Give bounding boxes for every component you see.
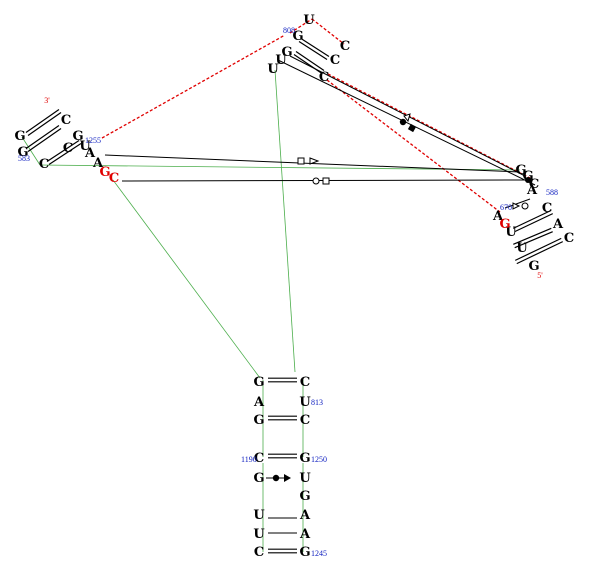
right-base-4: A [552, 217, 564, 232]
top-base-7: C [319, 70, 329, 85]
bottom-right-base-4: U [299, 471, 311, 486]
bottom-number-1190: 1190 [241, 455, 257, 464]
bottom-left-base-4: G [253, 471, 264, 486]
left-number-1255: 1255 [85, 136, 101, 145]
left-base-5: G [72, 129, 83, 144]
right-base-3: U [505, 225, 517, 240]
left-3prime-label: 3' [44, 96, 50, 105]
right-base-11: G [522, 169, 533, 184]
pair-right-3-b [514, 237, 562, 261]
left-base-0: C [61, 113, 71, 128]
pair-top-1-a [298, 41, 328, 61]
left-base-6: U [79, 139, 91, 154]
bottom-right-base-6: A [299, 508, 311, 523]
top-base-4: G [281, 45, 292, 60]
right-base-7: C [542, 201, 552, 216]
top-base-6: U [267, 62, 279, 77]
right-5prime-label: 5' [537, 271, 543, 280]
pair-right-3-a [516, 241, 564, 265]
circle-symbol-2 [521, 202, 529, 210]
bottom-left-base-2: G [253, 413, 264, 428]
right-base-9: C [529, 177, 539, 192]
bottom-left-base-0: G [253, 375, 264, 390]
pair-top-2-a [293, 53, 323, 74]
square-symbol-2 [322, 177, 330, 185]
dashed-top-u-c [311, 18, 345, 45]
top-base-1: G [292, 29, 303, 44]
pair-left-3-a [48, 143, 82, 166]
pair-left-2-b [25, 125, 60, 150]
top-base-0: U [303, 13, 315, 28]
square-symbol-1 [297, 157, 305, 165]
link-top-right-2 [277, 59, 536, 186]
right-base-5: A [492, 209, 504, 224]
right-base-8: A [526, 183, 538, 198]
pair-left-3-b [46, 139, 80, 162]
link-right-inner [504, 198, 531, 209]
filled-circle-symbol-2 [525, 177, 531, 183]
left-base-2: C [63, 141, 73, 156]
bottom-left-base-6: U [253, 527, 265, 542]
dashed-top-right-2 [327, 73, 531, 179]
right-base-0: G [528, 259, 539, 274]
left-number-583: 583 [18, 154, 30, 163]
filled-triangle-symbol [284, 474, 291, 482]
bottom-number-1245: 1245 [311, 549, 327, 558]
pair-right-2-b [513, 227, 552, 245]
pair-top-1-b [300, 37, 330, 57]
left-base-3: G [17, 145, 28, 160]
pair-left-1-b [25, 109, 60, 134]
top-base-3: C [330, 53, 340, 68]
filled-circle-symbol-1 [399, 118, 407, 126]
bottom-right-base-8: G [299, 545, 310, 560]
top-base-5: U [275, 53, 287, 68]
pair-right-2-a [514, 231, 553, 249]
circle-symbol-1 [312, 177, 320, 185]
top-base-2: C [340, 39, 350, 54]
pair-right-1-a [514, 213, 554, 233]
dashed-left-top [101, 34, 286, 139]
bottom-right-base-3: G [299, 451, 310, 466]
pair-left-1-a [27, 111, 62, 136]
dashed-top-u [289, 18, 313, 34]
top-number-808: 808 [283, 26, 295, 35]
bottom-number-813: 813 [311, 398, 323, 407]
pair-right-1-b [512, 209, 552, 229]
left-base-7: A [84, 146, 96, 161]
pair-left-2-a [27, 127, 62, 152]
backbone-left-bottom [112, 179, 261, 379]
pair-top-2-b [295, 51, 325, 72]
backbone-top-bottom [274, 69, 296, 373]
bottom-right-base-5: G [299, 489, 310, 504]
left-base-8: A [92, 156, 104, 171]
right-number-670: 670 [500, 203, 512, 212]
left-base-4: C [39, 157, 49, 172]
triangle-symbol-1 [309, 157, 320, 165]
left-base-1: G [14, 129, 25, 144]
bottom-right-base-0: C [300, 375, 310, 390]
triangle-symbol-2 [403, 113, 411, 123]
filled-circle-symbol-3 [272, 474, 280, 482]
right-base-6: G [499, 217, 510, 232]
bottom-left-base-5: U [253, 508, 265, 523]
right-base-2: U [516, 241, 528, 256]
right-base-1: C [564, 231, 574, 246]
bottom-left-base-7: C [254, 545, 264, 560]
right-number-588: 588 [546, 188, 558, 197]
left-base-9: G [99, 165, 110, 180]
bottom-right-base-1: U [299, 395, 311, 410]
bottom-number-1250: 1250 [311, 455, 327, 464]
bottom-left-base-3: C [254, 451, 264, 466]
dashed-top-right [326, 79, 501, 213]
bottom-right-base-2: C [300, 413, 310, 428]
right-base-10: G [515, 163, 526, 178]
filled-square-symbol-1 [407, 123, 417, 133]
triangle-symbol-3 [512, 202, 521, 210]
bottom-right-base-7: A [299, 527, 311, 542]
backbone-left-helix [21, 136, 41, 166]
bottom-left-base-1: A [253, 395, 265, 410]
left-base-10: C [109, 171, 119, 186]
